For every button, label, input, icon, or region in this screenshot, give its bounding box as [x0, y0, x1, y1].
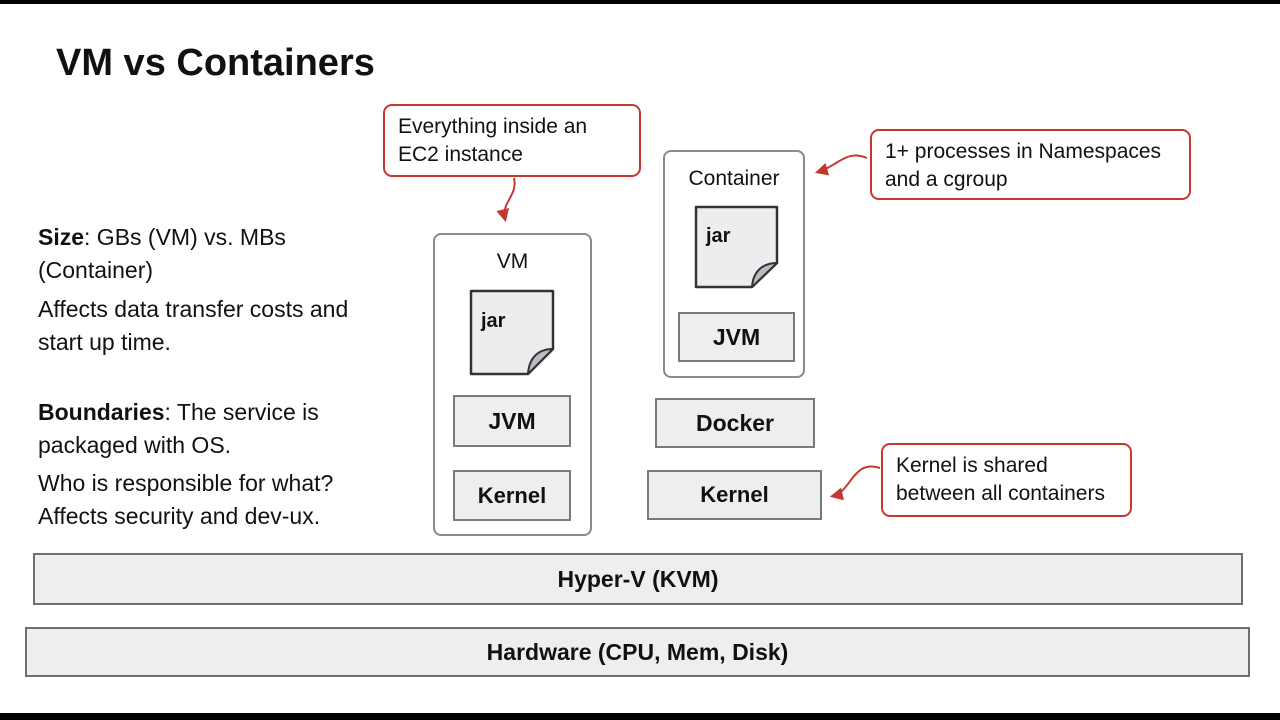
jar-file-label: jar [480, 310, 506, 332]
jar-file-icon: jar [469, 289, 555, 376]
note-boundaries: Boundaries: The service is packaged with… [38, 396, 370, 462]
note-boundaries-detail: Who is responsible for what? Affects sec… [38, 470, 334, 529]
note-size-detail: Affects data transfer costs and start up… [38, 296, 349, 355]
vm-layer-kernel: Kernel [453, 470, 571, 521]
callout-namespaces: 1+ processes in Namespaces and a cgroup [870, 129, 1191, 200]
jar-file-label: jar [705, 225, 731, 247]
slide-title: VM vs Containers [56, 42, 375, 84]
shared-kernel-layer: Kernel [647, 470, 822, 520]
container-layer-jvm: JVM [678, 312, 795, 362]
callout-kernel-shared: Kernel is shared between all containers [881, 443, 1132, 517]
callout-ec2-instance: Everything inside an EC2 instance [383, 104, 641, 177]
note-size-text: : GBs (VM) vs. MBs (Container) [38, 224, 286, 283]
note-boundaries-text: : The service is packaged with OS. [38, 399, 319, 458]
jar-file-icon: jar [694, 205, 779, 289]
note-size: Size: GBs (VM) vs. MBs (Container) [38, 221, 370, 287]
hypervisor-bar: Hyper-V (KVM) [33, 553, 1243, 605]
docker-layer: Docker [655, 398, 815, 448]
vm-layer-jvm: JVM [453, 395, 571, 447]
container-box-label: Container [688, 167, 780, 190]
hardware-bar: Hardware (CPU, Mem, Disk) [25, 627, 1250, 677]
vm-box-label: VM [496, 250, 529, 273]
note-size-lead: Size [38, 224, 85, 250]
note-boundaries-lead: Boundaries [38, 399, 165, 425]
